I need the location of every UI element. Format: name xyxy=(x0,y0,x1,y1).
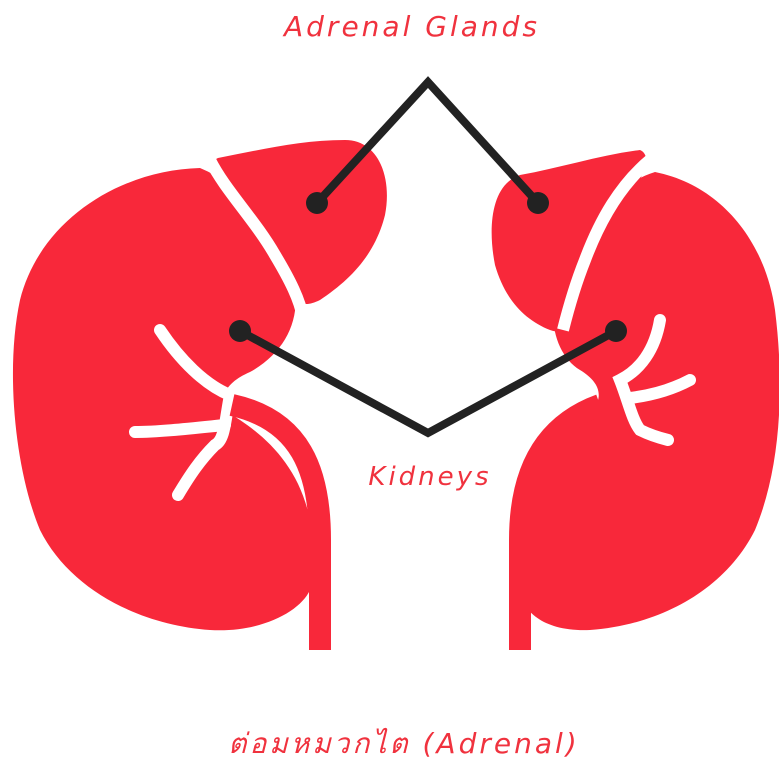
adrenal-glands-label: Adrenal Glands xyxy=(284,10,540,43)
kidney-pointer-dot-right xyxy=(605,320,627,342)
kidneys-label: Kidneys xyxy=(368,462,491,492)
left-kidney-calyx xyxy=(135,425,225,432)
adrenal-pointer-dot-left xyxy=(306,192,328,214)
kidney-pointer-dot-left xyxy=(229,320,251,342)
caption-label: ต่อมหมวกไต (Adrenal) xyxy=(228,722,579,757)
adrenal-pointer-dot-right xyxy=(527,192,549,214)
